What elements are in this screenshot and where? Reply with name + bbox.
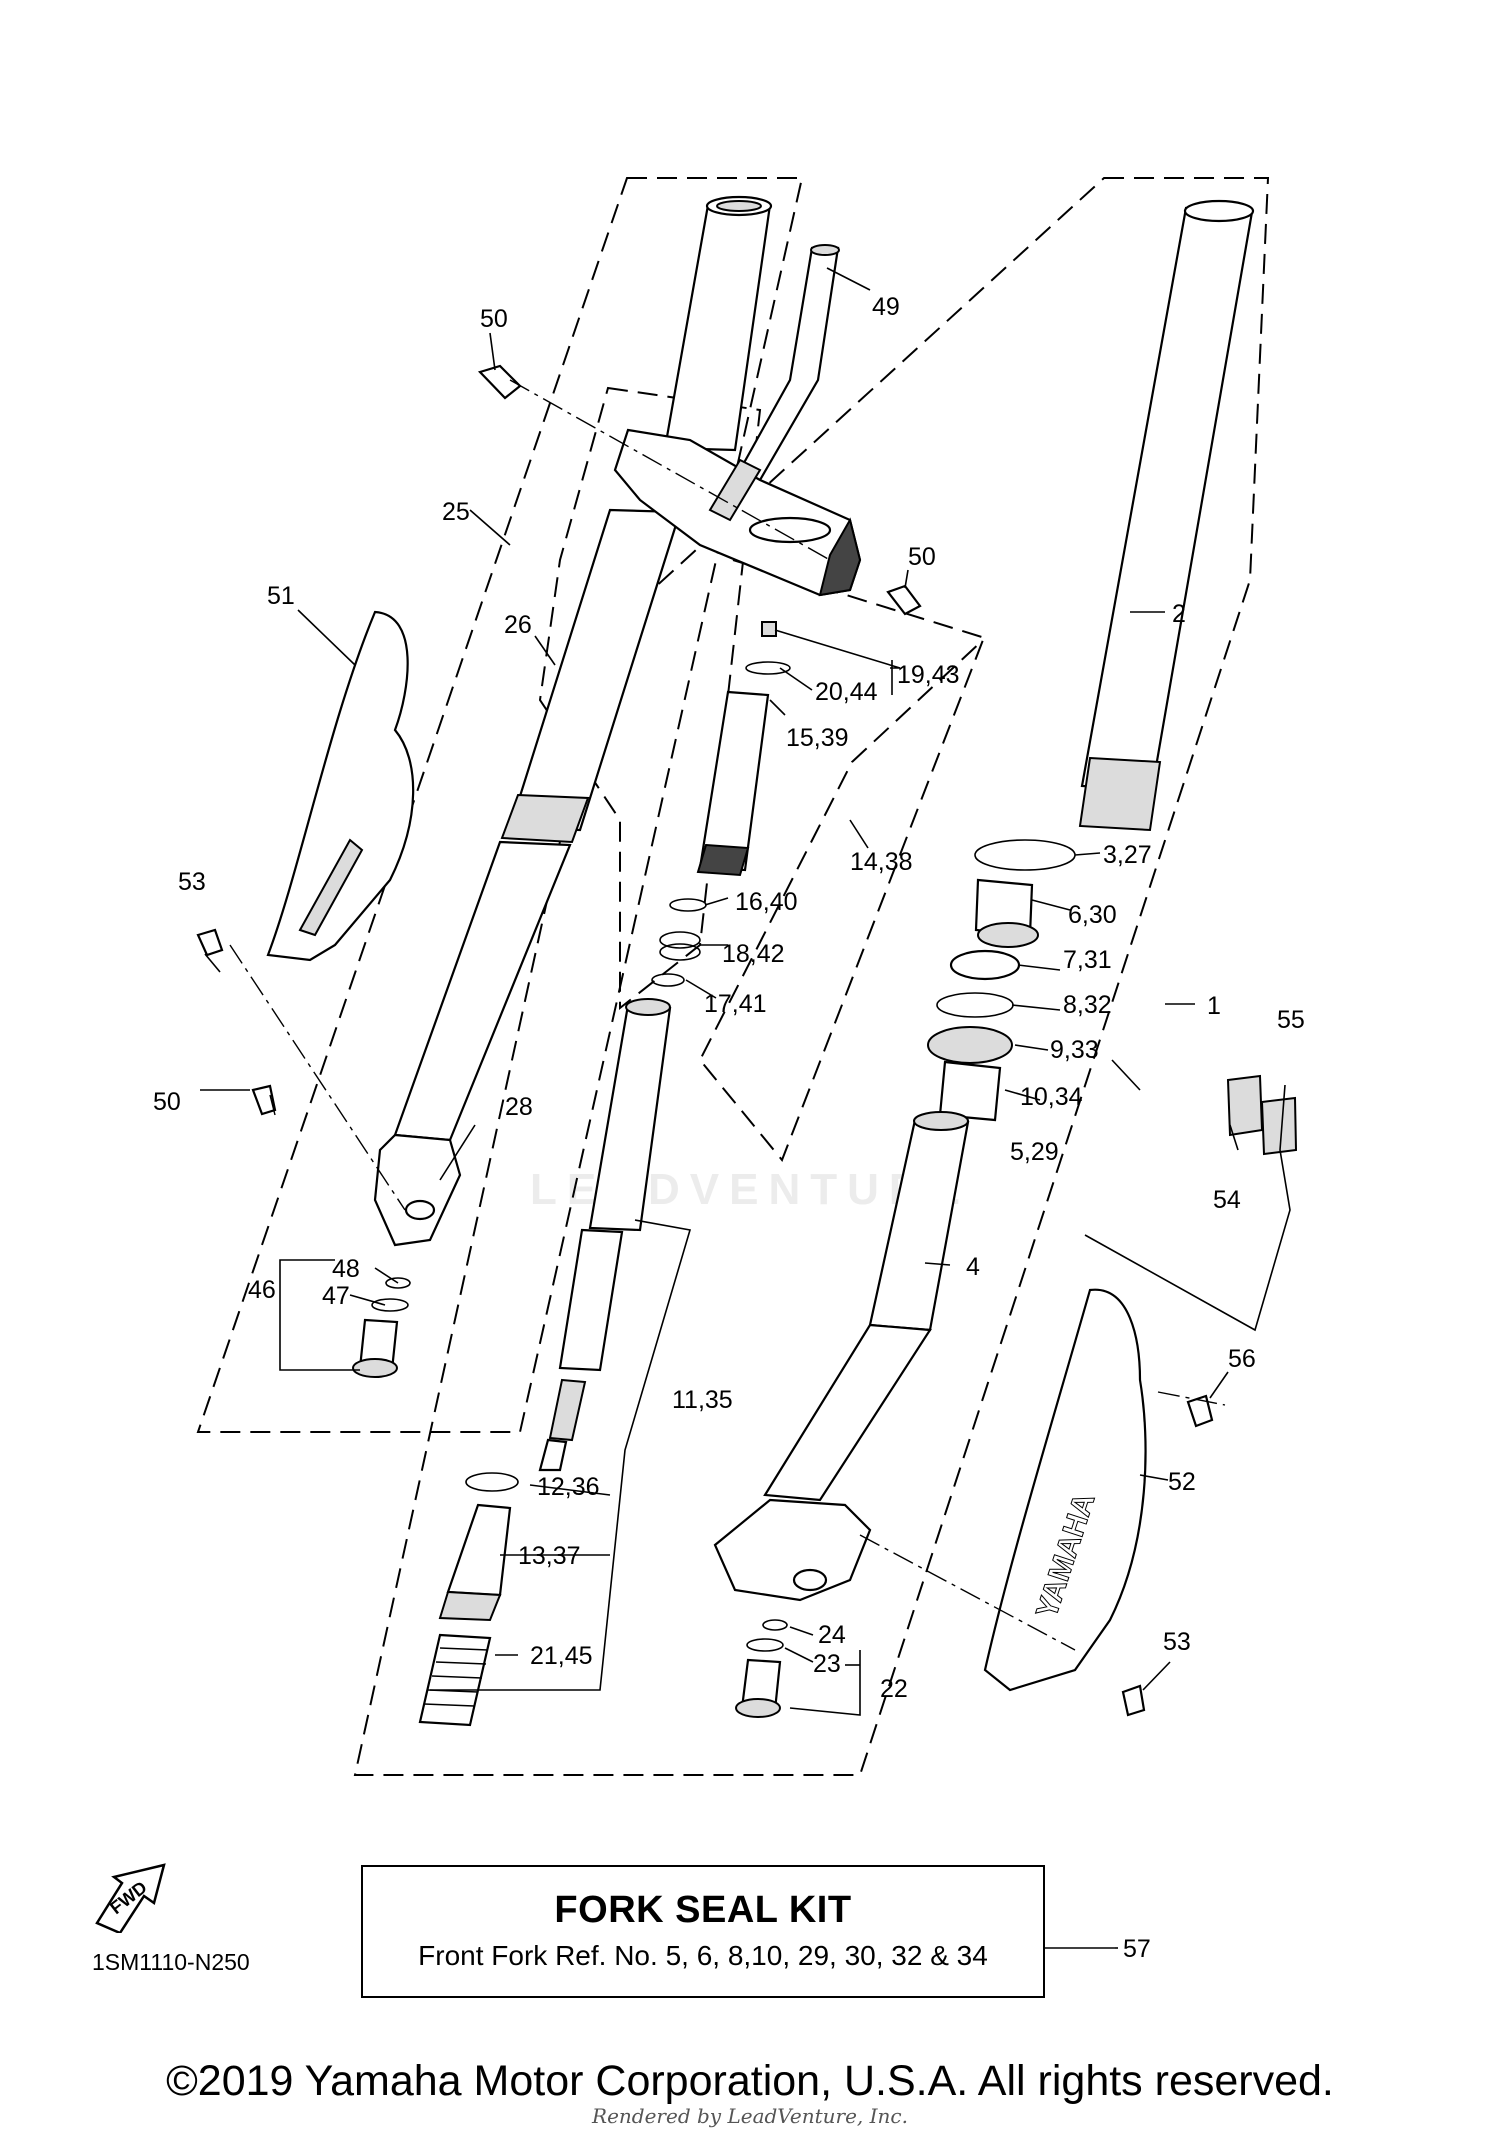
callout-46: 46 <box>248 1276 276 1304</box>
callout-16-40: 16,40 <box>735 888 798 916</box>
callout-13-37: 13,37 <box>518 1542 581 1570</box>
callout-24: 24 <box>818 1621 846 1649</box>
left-fork-guard <box>266 610 415 962</box>
callout-4: 4 <box>966 1253 980 1281</box>
callout-19-43: 19,43 <box>897 661 960 689</box>
callout-11-35: 11,35 <box>672 1386 733 1414</box>
diagram-code: 1SM1110-N250 <box>92 1949 250 1975</box>
right-outer-tube <box>1078 199 1255 832</box>
callout-54: 54 <box>1213 1186 1241 1214</box>
steering-stem-and-triple-clamp <box>613 244 862 597</box>
kit-description: Front Fork Ref. No. 5, 6, 8,10, 29, 30, … <box>418 1940 988 1971</box>
fwd-arrow-icon: FWD <box>95 1863 166 1933</box>
callout-15-39: 15,39 <box>786 724 849 752</box>
callout-23: 23 <box>813 1650 841 1678</box>
right-seal-stack <box>927 839 1076 1122</box>
callout-1: 1 <box>1207 992 1221 1020</box>
callout-3-27: 3,27 <box>1103 841 1152 869</box>
right-fork-guard: YAMAHA <box>983 1288 1147 1692</box>
callout-5-29: 5,29 <box>1010 1138 1059 1166</box>
left-fork-assembly-outline <box>196 177 804 1433</box>
left-axle-bolt <box>352 1277 411 1378</box>
right-inner-tube <box>713 1111 970 1602</box>
guard-clips <box>1226 1074 1298 1156</box>
rendered-by-notice: Rendered by LeadVenture, Inc. <box>592 2104 908 2128</box>
callout-20-44: 20,44 <box>815 678 878 706</box>
callout-7-31: 7,31 <box>1063 946 1112 974</box>
callout-57: 57 <box>1123 1935 1151 1963</box>
callout-14-38: 14,38 <box>850 848 913 876</box>
callout-10-34: 10,34 <box>1020 1083 1083 1111</box>
callout-8-32: 8,32 <box>1063 991 1112 1019</box>
callout-17-41: 17,41 <box>704 990 767 1018</box>
callout-47: 47 <box>322 1282 350 1310</box>
callout-53: 53 <box>1163 1628 1191 1656</box>
callout-12-36: 12,36 <box>537 1473 600 1501</box>
callout-53: 53 <box>178 868 206 896</box>
left-cartridge <box>418 998 672 1727</box>
leader-lines <box>200 267 1291 1949</box>
callout-50: 50 <box>908 543 936 571</box>
bolts <box>196 364 1214 1717</box>
damper-assembly-outline <box>698 639 984 1162</box>
callout-25: 25 <box>442 498 470 526</box>
callout-50: 50 <box>480 305 508 333</box>
callout-9-33: 9,33 <box>1050 1036 1099 1064</box>
callout-50: 50 <box>153 1088 181 1116</box>
callout-21-45: 21,45 <box>530 1642 593 1670</box>
callout-22: 22 <box>880 1675 908 1703</box>
callout-28: 28 <box>505 1093 533 1121</box>
callout-2: 2 <box>1172 600 1186 628</box>
callout-labels: 49 50 50 25 26 51 2 19,43 20,44 15,39 14… <box>153 293 1305 1963</box>
callout-56: 56 <box>1228 1345 1256 1373</box>
callout-55: 55 <box>1277 1006 1305 1034</box>
callout-18-42: 18,42 <box>722 940 785 968</box>
fork-seal-kit-box: FORK SEAL KIT Front Fork Ref. No. 5, 6, … <box>361 1865 1045 1998</box>
callout-52: 52 <box>1168 1468 1196 1496</box>
callout-51: 51 <box>267 582 295 610</box>
callout-6-30: 6,30 <box>1068 901 1117 929</box>
callout-49: 49 <box>872 293 900 321</box>
damper-parts <box>651 621 791 987</box>
copyright-notice: ©2019 Yamaha Motor Corporation, U.S.A. A… <box>166 2057 1334 2105</box>
callout-26: 26 <box>504 611 532 639</box>
kit-title: FORK SEAL KIT <box>554 1889 852 1931</box>
callout-48: 48 <box>332 1255 360 1283</box>
right-axle-bolt <box>735 1619 788 1718</box>
left-fork-leg <box>373 195 773 1247</box>
